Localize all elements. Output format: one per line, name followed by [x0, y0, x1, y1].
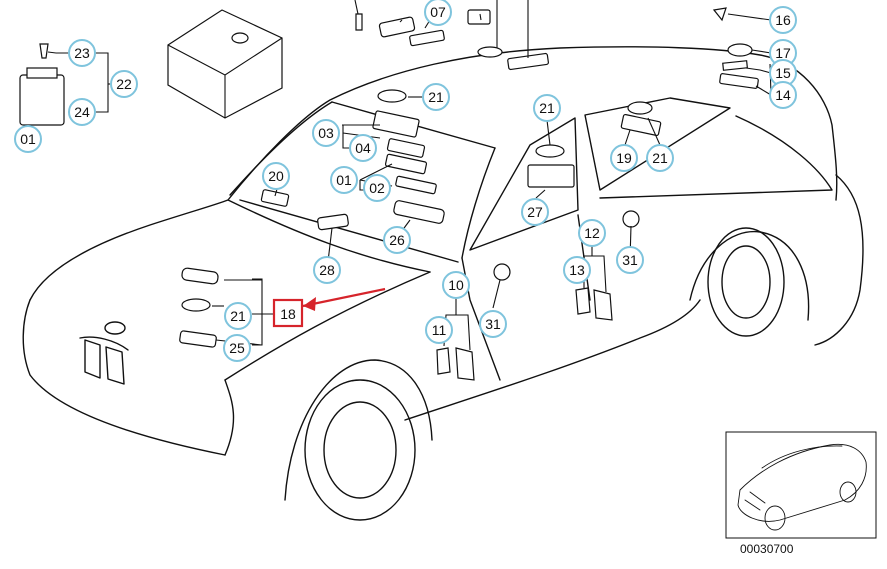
callout-22[interactable]: 22 — [110, 70, 138, 98]
callout-circle — [424, 0, 452, 26]
leader-lines — [47, 0, 772, 351]
callout-circle — [616, 246, 644, 274]
callout-01[interactable]: 01 — [14, 125, 42, 153]
callout-label: 01 — [336, 172, 352, 188]
callout-circle — [223, 334, 251, 362]
callout-13[interactable]: 13 — [563, 256, 591, 284]
callout-circle — [646, 144, 674, 172]
highlight-label: 18 — [280, 306, 296, 322]
callout-label: 07 — [430, 4, 446, 20]
callout-label: 22 — [116, 76, 132, 92]
callout-circle — [68, 39, 96, 67]
callout-03[interactable]: 03 — [312, 119, 340, 147]
thumbnail-inset: 00030700 — [725, 431, 877, 556]
callout-circle — [224, 302, 252, 330]
thumbnail-car-icon — [737, 443, 867, 531]
parts-artwork — [19, 7, 759, 381]
callout-label: 14 — [775, 87, 791, 103]
callout-circle — [479, 310, 507, 338]
callout-circle — [330, 166, 358, 194]
highlight-arrow — [302, 287, 386, 308]
callout-label: 13 — [569, 262, 585, 278]
callout-label: 21 — [428, 89, 444, 105]
diagram-code: 00030700 — [740, 542, 794, 556]
callout-31[interactable]: 31 — [616, 246, 644, 274]
callout-label: 19 — [616, 150, 632, 166]
callout-circle — [422, 83, 450, 111]
callout-04[interactable]: 04 — [349, 134, 377, 162]
callout-circle — [313, 256, 341, 284]
callout-label: 02 — [369, 180, 385, 196]
callout-circle — [383, 226, 411, 254]
callout-31[interactable]: 31 — [479, 310, 507, 338]
callout-12[interactable]: 12 — [578, 219, 606, 247]
callout-circle — [68, 98, 96, 126]
callout-label: 21 — [230, 308, 246, 324]
highlight-box — [272, 298, 304, 328]
callout-02[interactable]: 02 — [363, 174, 391, 202]
callout-20[interactable]: 20 — [262, 162, 290, 190]
callout-11[interactable]: 11 — [425, 316, 453, 344]
callout-16[interactable]: 16 — [769, 6, 797, 34]
callout-label: 03 — [318, 125, 334, 141]
callout-circle — [363, 174, 391, 202]
callout-15[interactable]: 15 — [769, 59, 797, 87]
callout-circle — [442, 271, 470, 299]
callout-circle — [262, 162, 290, 190]
highlight-18[interactable]: 18 — [272, 287, 386, 328]
arrow-head-icon — [303, 297, 316, 311]
callout-circle — [533, 94, 561, 122]
callout-label: 12 — [584, 225, 600, 241]
callout-label: 16 — [775, 12, 791, 28]
callout-circle — [563, 256, 591, 284]
callout-label: 10 — [448, 277, 464, 293]
callout-label: 17 — [775, 45, 791, 61]
callout-circle — [610, 144, 638, 172]
callout-21[interactable]: 21 — [533, 94, 561, 122]
callout-label: 04 — [355, 140, 371, 156]
thumbnail-frame — [725, 431, 877, 539]
callout-label: 26 — [389, 232, 405, 248]
callout-label: 21 — [539, 100, 555, 116]
callout-circle — [769, 6, 797, 34]
callout-27[interactable]: 27 — [521, 198, 549, 226]
callout-label: 11 — [432, 322, 447, 338]
callout-24[interactable]: 24 — [68, 98, 96, 126]
callout-circle — [578, 219, 606, 247]
callout-label: 21 — [652, 150, 668, 166]
callout-07[interactable]: 07 — [424, 0, 452, 26]
callout-21[interactable]: 21 — [646, 144, 674, 172]
callout-01[interactable]: 01 — [330, 166, 358, 194]
callout-21[interactable]: 21 — [422, 83, 450, 111]
callout-circle — [349, 134, 377, 162]
callout-label: 20 — [268, 168, 284, 184]
callout-circle — [425, 316, 453, 344]
callout-label: 15 — [775, 65, 791, 81]
callout-label: 28 — [319, 262, 335, 278]
callout-label: 31 — [622, 252, 638, 268]
callout-19[interactable]: 19 — [610, 144, 638, 172]
callout-circle — [14, 125, 42, 153]
callout-25[interactable]: 25 — [223, 334, 251, 362]
callout-label: 24 — [74, 104, 90, 120]
callout-circle — [521, 198, 549, 226]
callout-14[interactable]: 14 — [769, 81, 797, 109]
callout-circle — [769, 81, 797, 109]
callout-10[interactable]: 10 — [442, 271, 470, 299]
callout-label: 27 — [527, 204, 543, 220]
callout-28[interactable]: 28 — [313, 256, 341, 284]
callout-label: 31 — [485, 316, 501, 332]
callout-label: 23 — [74, 45, 90, 61]
callout-circle — [110, 70, 138, 98]
callout-label: 25 — [229, 340, 245, 356]
callout-26[interactable]: 26 — [383, 226, 411, 254]
callout-circle — [312, 119, 340, 147]
callout-label: 01 — [20, 131, 36, 147]
callout-21[interactable]: 21 — [224, 302, 252, 330]
callout-17[interactable]: 17 — [769, 39, 797, 67]
callout-23[interactable]: 23 — [68, 39, 96, 67]
